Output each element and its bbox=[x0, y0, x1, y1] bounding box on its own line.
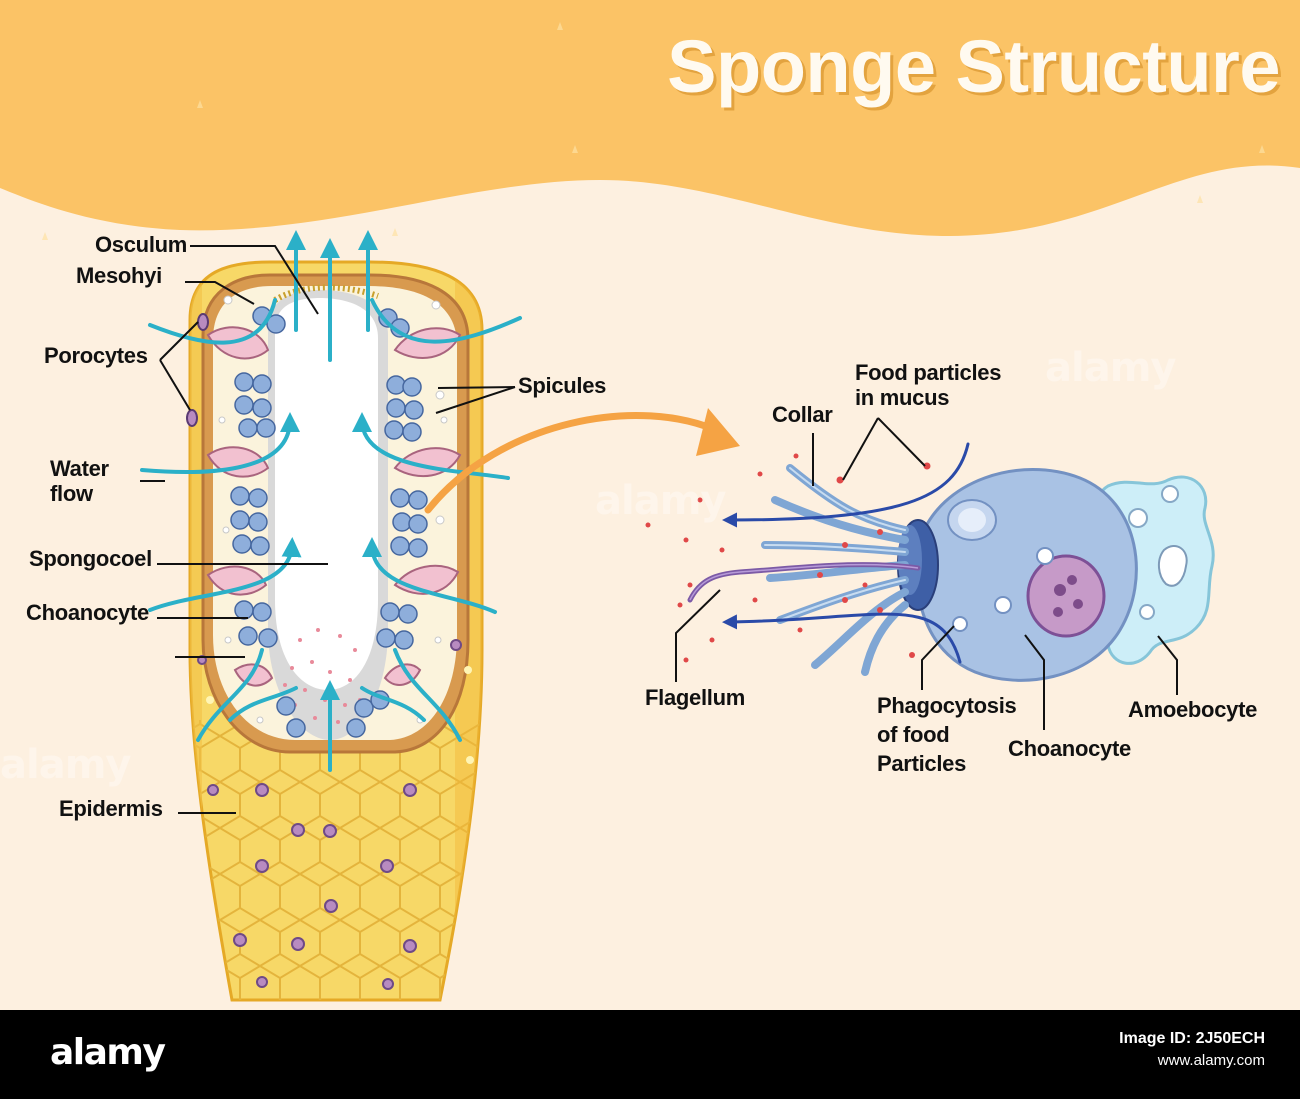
label-flagellum: Flagellum bbox=[645, 685, 745, 710]
label-mesohyi: Mesohyi bbox=[76, 263, 162, 288]
footer-bar: alamy Image ID: 2J50ECH www.alamy.com bbox=[0, 1010, 1300, 1099]
leader-lines-spicules bbox=[435, 386, 516, 414]
footer-brand-logo: alamy bbox=[50, 1032, 166, 1073]
leader-lines-left bbox=[140, 245, 328, 814]
label-collar: Collar bbox=[772, 402, 833, 427]
label-osculum: Osculum bbox=[95, 232, 188, 257]
header-band bbox=[0, 0, 1300, 236]
label-food-particles: Food particles in mucus bbox=[855, 360, 1002, 410]
label-water-flow: Water flow bbox=[50, 456, 109, 506]
footer-url: www.alamy.com bbox=[1157, 1052, 1265, 1069]
food-flow-arrows bbox=[722, 442, 970, 664]
page-title: Sponge Structure bbox=[667, 25, 1280, 108]
footer-image-info: Image ID: 2J50ECH www.alamy.com bbox=[1119, 1028, 1265, 1072]
label-phagocytosis: Phagocytosis of food Particles bbox=[877, 693, 1017, 776]
food-particles bbox=[645, 453, 931, 663]
watermark: alamy bbox=[595, 478, 726, 524]
sponge-body bbox=[186, 260, 484, 1002]
label-amoebocyte: Amoebocyte bbox=[1128, 697, 1258, 722]
label-spongocoel: Spongocoel bbox=[29, 546, 152, 571]
label-epidermis: Epidermis bbox=[59, 796, 163, 821]
label-choanocyte-right: Choanocyte bbox=[1008, 736, 1131, 761]
label-porocytes: Porocytes bbox=[44, 343, 148, 368]
water-flow-arrows bbox=[140, 230, 522, 772]
footer-image-id: Image ID: 2J50ECH bbox=[1119, 1030, 1265, 1047]
watermark: alamy bbox=[1045, 345, 1176, 391]
label-choanocyte-left: Choanocyte bbox=[26, 600, 149, 625]
leader-lines-right bbox=[675, 417, 1178, 730]
zoom-arrow bbox=[424, 412, 724, 514]
label-spicules: Spicules bbox=[518, 373, 607, 398]
watermark: alamy bbox=[0, 742, 131, 788]
